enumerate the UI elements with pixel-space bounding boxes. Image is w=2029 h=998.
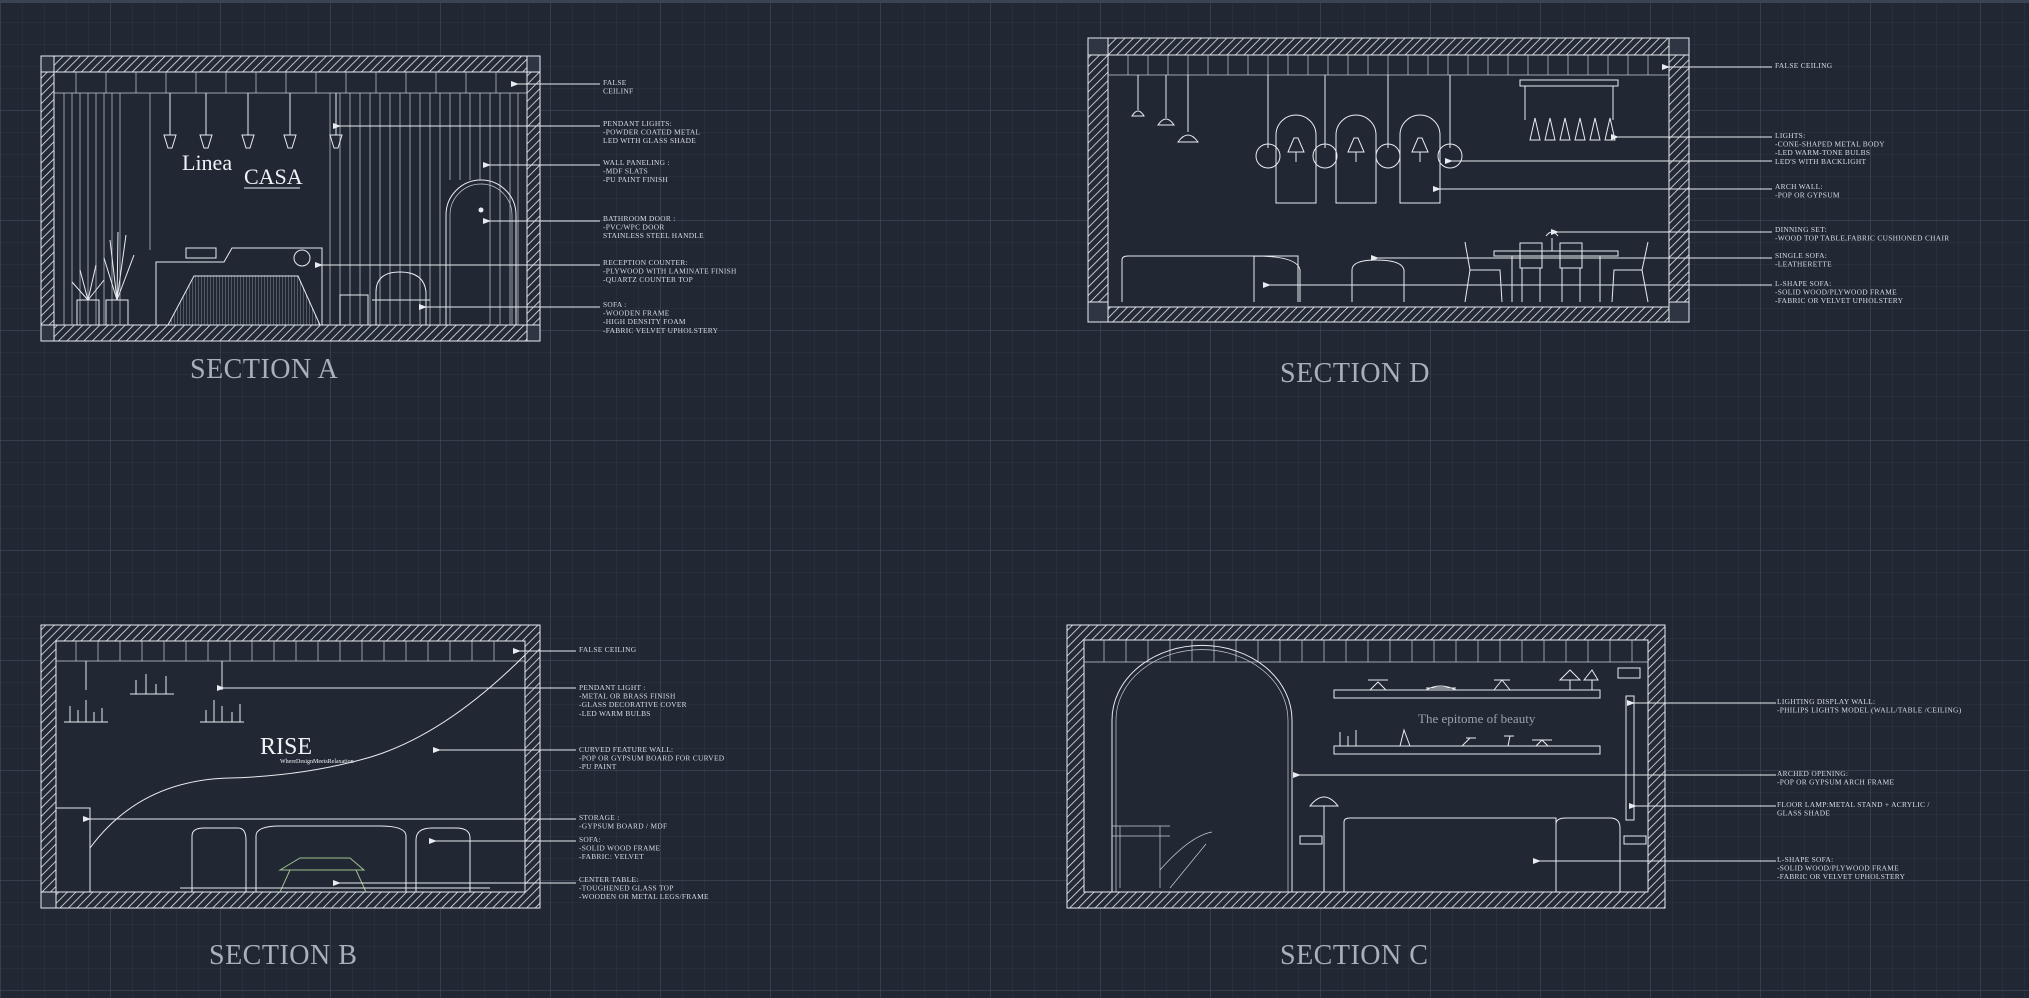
annotation-line: SINGLE SOFA: — [1775, 251, 1827, 260]
annotation-line: L-SHAPE SOFA: — [1775, 279, 1832, 288]
annotation-line: BATHROOM DOOR : — [603, 214, 676, 223]
annotation-line: -PVC/WPC DOOR — [603, 223, 665, 232]
annotation-line: -WOODEN OR METAL LEGS/FRAME — [579, 892, 709, 901]
annotation-line: -PU PAINT FINISH — [603, 175, 669, 184]
annotation-line: PENDANT LIGHT : — [579, 683, 646, 692]
section-d[interactable]: FALSE CEILING LIGHTS:-CONE-SHAPED METAL B… — [1087, 37, 1949, 389]
annotation-line: DINNING SET: — [1775, 225, 1827, 234]
section-a-title: SECTION A — [190, 354, 339, 385]
annotation-line: -FABRIC: VELVET — [579, 852, 644, 861]
annotation-line: -SOLID WOOD/PLYWOOD FRAME — [1777, 864, 1899, 873]
annotation-line: -LED WARM-TONE BULBS — [1775, 148, 1870, 157]
annotation-line: -PLYWOOD WITH LAMINATE FINISH — [603, 267, 737, 276]
section-c-title: SECTION C — [1280, 940, 1428, 971]
sign-epitome: The epitome of beauty — [1418, 711, 1536, 726]
annotation-line: -FABRIC OR VELVET UPHOLSTERY — [1775, 296, 1904, 305]
sign-tagline: WhereDesignMeetsRelaxation — [280, 759, 354, 765]
annotation-line: CEILINF — [603, 87, 633, 96]
annotation-line: ARCHED OPENING: — [1777, 769, 1848, 778]
section-b-title: SECTION B — [209, 940, 357, 971]
annotation-line: -PHILIPS LIGHTS MODEL (WALL/TABLE /CEILI… — [1777, 706, 1962, 715]
annotation-line: -TOUGHENED GLASS TOP — [579, 884, 674, 893]
annotation-line: -FABRIC VELVET UPHOLSTERY — [603, 326, 719, 335]
annotation-line: FALSE CEILING — [1775, 61, 1833, 70]
annotation-line: -HIGH DENSITY FOAM — [603, 317, 686, 326]
annotation-line: -POWDER COATED METAL — [603, 128, 701, 137]
annotation-line: CURVED FEATURE WALL: — [579, 745, 673, 754]
annotation-line: GLASS SHADE — [1777, 809, 1830, 818]
annotation-line: -CONE-SHAPED METAL BODY — [1775, 140, 1885, 149]
annotation-line: -SOLID WOOD/PLYWOOD FRAME — [1775, 288, 1897, 297]
annotation-line: PENDANT LIGHTS: — [603, 119, 672, 128]
annotation-line: -POP OR GYPSUM ARCH FRAME — [1777, 778, 1894, 787]
annotation-line: -FABRIC OR VELVET UPHOLSTERY — [1777, 872, 1906, 881]
annotation-line: RECEPTION COUNTER: — [603, 258, 688, 267]
annotation-line: CENTER TABLE: — [579, 875, 639, 884]
annotation-line: LED'S WITH BACKLIGHT — [1775, 157, 1867, 166]
annotation-line: FALSE CEILING — [579, 645, 637, 654]
section-d-title: SECTION D — [1280, 358, 1430, 389]
annotation-line: LIGHTS: — [1775, 131, 1805, 140]
section-b[interactable]: RISE WhereDesignMeetsRelaxation FALSE CE… — [40, 624, 725, 971]
annotation-line: -GYPSUM BOARD / MDF — [579, 822, 667, 831]
annotation-line: -QUARTZ COUNTER TOP — [603, 275, 693, 284]
sign-rise: RISE — [260, 734, 312, 760]
section-c-annotations: LIGHTING DISPLAY WALL:-PHILIPS LIGHTS MO… — [1777, 697, 1962, 881]
annotation-line: LED WITH GLASS SHADE — [603, 136, 696, 145]
annotation-line: STORAGE : — [579, 813, 620, 822]
annotation-line: SOFA: — [579, 835, 601, 844]
sign-casa: CASA — [244, 164, 303, 189]
sign-linea: Linea — [182, 150, 232, 175]
annotation-line: L-SHAPE SOFA: — [1777, 855, 1834, 864]
annotation-line: -LEATHERETTE — [1775, 260, 1832, 269]
annotation-line: -PU PAINT — [579, 762, 617, 771]
annotation-line: LIGHTING DISPLAY WALL: — [1777, 697, 1875, 706]
annotation-line: -WOODEN FRAME — [603, 309, 670, 318]
annotation-line: -SOLID WOOD FRAME — [579, 844, 661, 853]
annotation-line: FLOOR LAMP:METAL STAND + ACRYLIC / — [1777, 800, 1930, 809]
annotation-line: FALSE — [603, 78, 627, 87]
annotation-line: -MDF SLATS — [603, 167, 648, 176]
annotation-line: SOFA : — [603, 300, 627, 309]
section-c[interactable]: The epitome of beauty LIGHTING DISPLAY W… — [1066, 624, 1962, 971]
annotation-line: -METAL OR BRASS FINISH — [579, 692, 676, 701]
section-d-annotations: FALSE CEILING LIGHTS:-CONE-SHAPED METAL B… — [1775, 61, 1949, 305]
section-b-annotations: FALSE CEILING PENDANT LIGHT :-METAL OR BR… — [579, 645, 725, 901]
annotation-line: WALL PANELING : — [603, 158, 670, 167]
annotation-line: -GLASS DECORATIVE COVER — [579, 700, 687, 709]
annotation-line: -LED WARM BULBS — [579, 709, 651, 718]
application-top-bar — [0, 0, 2029, 3]
annotation-line: -POP OR GYPSUM BOARD FOR CURVED — [579, 754, 725, 763]
annotation-line: STAINLESS STEEL HANDLE — [603, 231, 704, 240]
annotation-line: -WOOD TOP TABLE,FABRIC CUSHIONED CHAIR — [1775, 234, 1949, 243]
annotation-line: ARCH WALL: — [1775, 182, 1823, 191]
annotation-line: -POP OR GYPSUM — [1775, 191, 1840, 200]
